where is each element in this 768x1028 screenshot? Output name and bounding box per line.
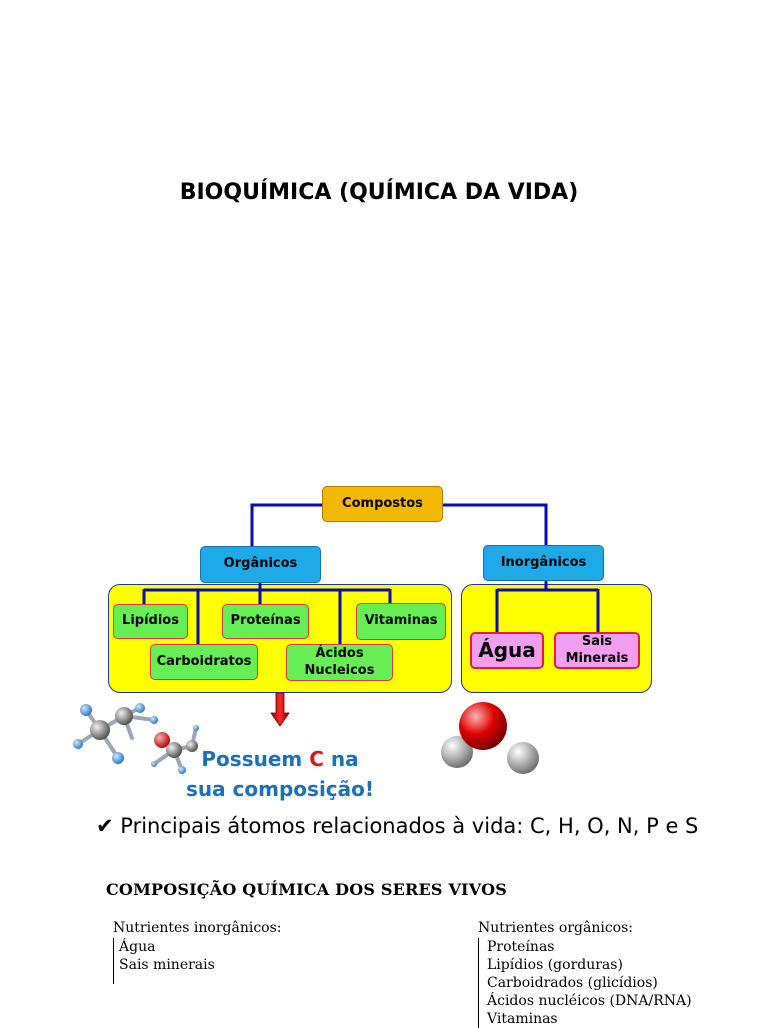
water-molecule-icon xyxy=(441,702,539,774)
down-arrow-icon xyxy=(270,693,290,727)
checkmark-icon: ✔ xyxy=(96,814,114,838)
organic-item: Carboidrados (glicídios) xyxy=(487,975,658,991)
node-compostos: Compostos xyxy=(322,486,443,522)
atoms-bullet-text: Principais átomos relacionados à vida: C… xyxy=(120,814,699,838)
organic-nutrients: Nutrientes orgânicos: Proteínas Lipídios… xyxy=(478,920,692,1028)
node-vitaminas: Vitaminas xyxy=(356,603,446,640)
node-organicos: Orgânicos xyxy=(200,546,321,583)
node-lipidios: Lipídios xyxy=(113,604,188,639)
organic-item: Vitaminas xyxy=(487,1011,558,1027)
node-carboidratos: Carboidratos xyxy=(150,644,258,680)
inorganic-item: Água xyxy=(119,939,156,955)
inorganic-nutrients: Nutrientes inorgânicos: Água Sais minera… xyxy=(113,920,282,984)
node-proteinas: Proteínas xyxy=(222,604,309,639)
organic-brace: Proteínas Lipídios (gorduras) Carboidrad… xyxy=(478,938,692,1028)
atoms-bullet: ✔ Principais átomos relacionados à vida:… xyxy=(96,814,698,838)
node-inorganicos: Inorgânicos xyxy=(483,545,604,581)
organic-molecule-icon xyxy=(73,703,199,774)
organic-item: Proteínas xyxy=(487,939,555,955)
carbon-note-line2: sua composição! xyxy=(185,777,375,801)
carbon-note-highlight: C xyxy=(309,747,324,771)
organic-heading: Nutrientes orgânicos: xyxy=(478,920,634,936)
organic-item: Ácidos nucléicos (DNA/RNA) xyxy=(487,993,692,1009)
carbon-note-part1: Possuem xyxy=(201,747,303,771)
inorganic-brace: Água Sais minerais xyxy=(113,938,282,984)
carbon-note: Possuem C na sua composição! xyxy=(180,744,380,804)
inorganic-heading: Nutrientes inorgânicos: xyxy=(113,920,282,936)
organic-item: Lipídios (gorduras) xyxy=(487,957,623,973)
page-title: BIOQUÍMICA (QUÍMICA DA VIDA) xyxy=(179,180,579,205)
carbon-note-line1: Possuem C na xyxy=(180,744,380,774)
document-title: COMPOSIÇÃO QUÍMICA DOS SERES VIVOS xyxy=(106,880,507,899)
node-acidos-nucleicos: Ácidos Nucleicos xyxy=(286,644,393,681)
connector-root-inorganic xyxy=(442,503,548,545)
carbon-note-part2: na xyxy=(330,747,359,771)
connector-root-organic xyxy=(250,503,323,546)
node-agua: Água xyxy=(470,632,544,669)
node-sais-minerais: Sais Minerais xyxy=(554,632,640,669)
inorganic-item: Sais minerais xyxy=(119,957,215,973)
